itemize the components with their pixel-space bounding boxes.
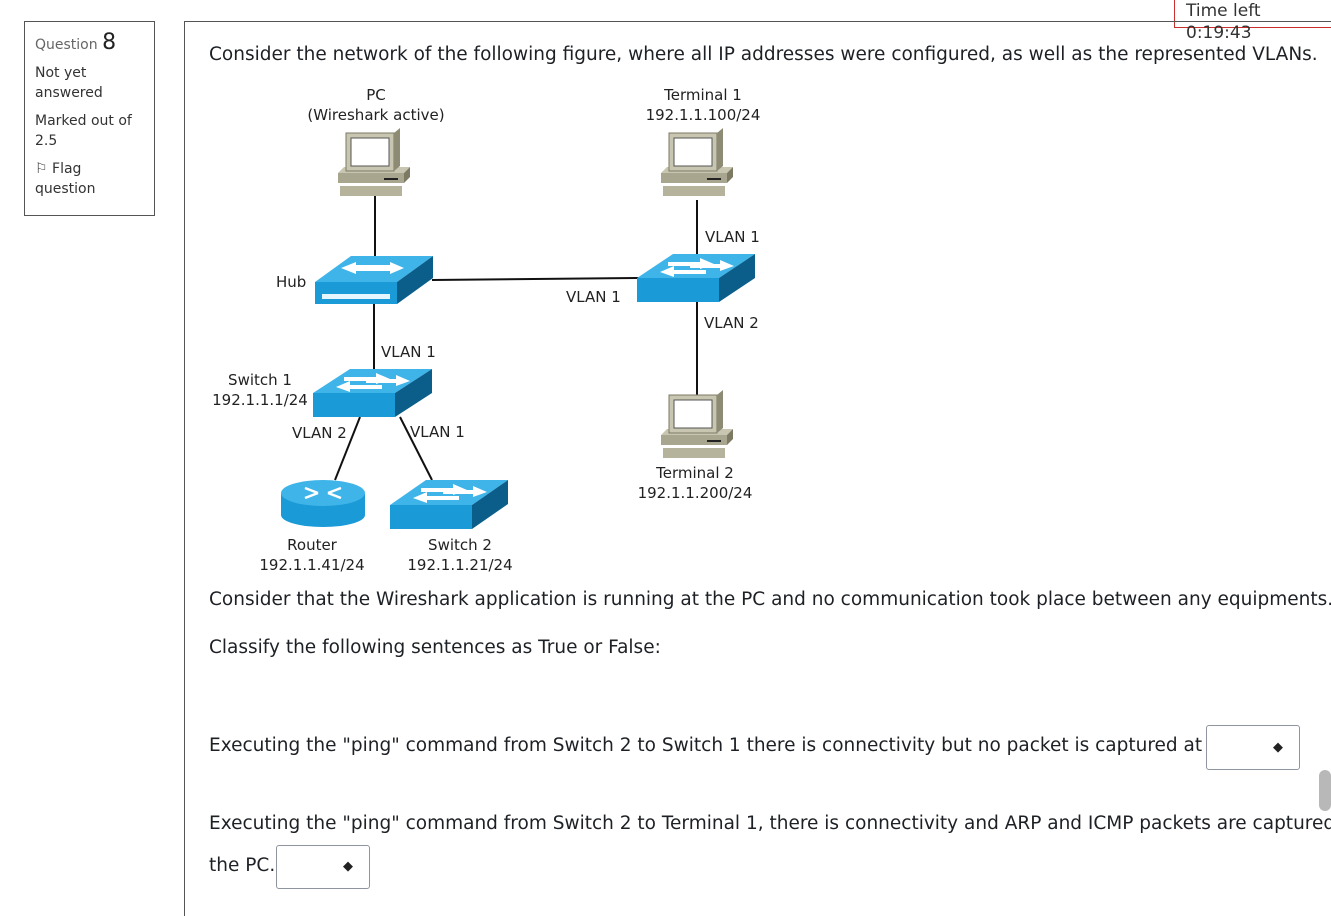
network-links (334, 195, 698, 481)
question-intro: Consider the network of the following fi… (209, 44, 1318, 65)
terminal2-label: Terminal 2 (655, 464, 734, 482)
switch1-label: Switch 1 (228, 371, 292, 389)
switch1-icon (313, 369, 432, 417)
scrollbar-thumb[interactable] (1319, 770, 1331, 811)
router-ip: 192.1.1.41/24 (259, 556, 364, 574)
terminal1-icon (661, 128, 733, 196)
select-updown-icon: ◆ (343, 859, 353, 874)
switch2-icon (390, 480, 508, 529)
sentence-1: Executing the "ping" command from Switch… (209, 735, 1275, 756)
hub-switch3-vlan: VLAN 1 (566, 288, 621, 306)
sentence-2-line1: Executing the "ping" command from Switch… (209, 813, 1331, 834)
question-content (184, 21, 1331, 916)
switch1-router-link (334, 416, 361, 481)
hub-label: Hub (276, 273, 306, 291)
pc-sublabel: (Wireshark active) (307, 106, 444, 124)
switch1-router-vlan: VLAN 2 (292, 424, 347, 442)
question-info-box: Question 8 Not yet answered Marked out o… (24, 21, 155, 216)
network-diagram: PC (Wireshark active) Terminal 1 192.1.1… (212, 86, 761, 574)
switch1-switch2-link (399, 416, 433, 481)
hub-switch3-link (431, 277, 641, 281)
terminal2-icon (661, 390, 733, 458)
question-number-value: 8 (102, 30, 117, 55)
pc-label: PC (366, 86, 386, 104)
hub-icon (315, 256, 433, 304)
sentence-2-line2: the PC. (209, 855, 276, 876)
switch2-label: Switch 2 (428, 536, 492, 554)
switch1-switch2-vlan: VLAN 1 (410, 423, 465, 441)
switch3-icon (637, 254, 755, 302)
answer-select-2[interactable]: ◆ (276, 845, 370, 889)
terminal1-ip: 192.1.1.100/24 (646, 106, 761, 124)
question-marks: Marked out of 2.5 (35, 113, 132, 149)
answer-select-1[interactable]: ◆ (1206, 725, 1300, 770)
switch3-vlan-bottom: VLAN 2 (704, 314, 759, 332)
flag-question-link[interactable]: ⚐ Flag question (35, 159, 144, 199)
flag-question-label: Flag question (35, 161, 96, 197)
pc-icon (338, 128, 410, 196)
timer: Time left 0:19:43 (1174, 0, 1331, 43)
switch2-ip: 192.1.1.21/24 (407, 556, 512, 574)
question-number: Question 8 (35, 30, 144, 55)
terminal2-ip: 192.1.1.200/24 (638, 484, 753, 502)
switch1-ip: 192.1.1.1/24 (212, 391, 308, 409)
question-label: Question (35, 37, 98, 53)
select-updown-icon: ◆ (1273, 739, 1283, 755)
hub-switch1-vlan: VLAN 1 (381, 343, 436, 361)
question-instruction: Classify the following sentences as True… (209, 637, 661, 658)
terminal1-label: Terminal 1 (663, 86, 742, 104)
router-label: Router (287, 536, 338, 554)
question-status: Not yet answered (35, 65, 103, 101)
switch3-vlan-top: VLAN 1 (705, 228, 760, 246)
question-context: Consider that the Wireshark application … (209, 589, 1331, 610)
flag-icon: ⚐ (35, 161, 48, 177)
router-icon (281, 480, 365, 527)
